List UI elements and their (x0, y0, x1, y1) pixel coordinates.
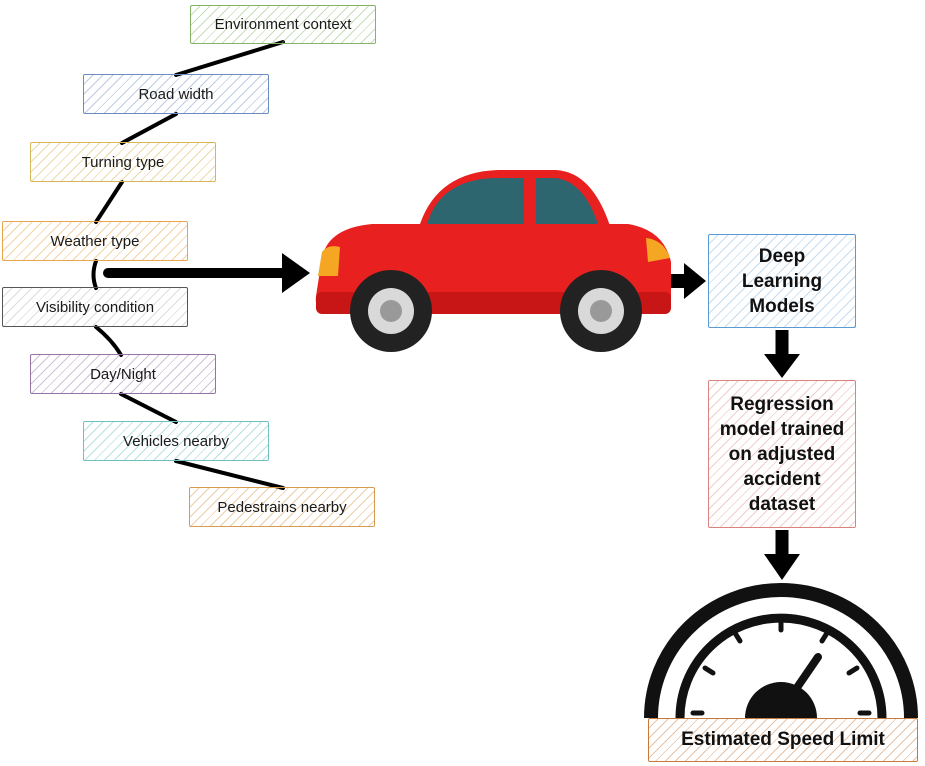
factor-label: Weather type (50, 232, 140, 250)
factor-label: Road width (138, 85, 214, 103)
deep-learning-models-box: Deep Learning Models (708, 234, 856, 328)
arrow-car-to-dl (668, 263, 706, 299)
factor-visibility-condition: Visibility condition (2, 287, 188, 327)
factor-label: Visibility condition (35, 298, 155, 316)
speedometer-icon (644, 583, 918, 719)
connector-day-veh (119, 392, 178, 424)
car-icon (315, 170, 671, 352)
connector-road-turn (120, 112, 178, 145)
label-line: dataset (748, 493, 816, 515)
arrow-dl-to-regression (764, 330, 800, 378)
connector-veh-ped (174, 459, 285, 490)
factor-label: Turning type (81, 153, 165, 171)
label-line: on adjusted (728, 443, 836, 465)
factor-label: Environment context (214, 16, 352, 33)
connector-env-road (174, 40, 285, 77)
arrow-regression-to-gauge (764, 530, 800, 580)
regression-model-box: Regression model trained on adjusted acc… (708, 380, 856, 528)
connector-turn-weather (94, 180, 124, 224)
factor-vehicles-nearby: Vehicles nearby (83, 421, 269, 461)
label-line: Regression (730, 393, 834, 415)
label-line: model trained (719, 418, 845, 440)
factor-label: Vehicles nearby (123, 432, 229, 450)
factor-road-width: Road width (83, 74, 269, 114)
estimated-speed-limit-label: Estimated Speed Limit (681, 729, 885, 750)
factor-label: Pedestrains nearby (217, 498, 347, 516)
factor-label: Day/Night (90, 365, 156, 383)
label-line: Learning (741, 270, 823, 292)
label-line: accident (743, 468, 821, 490)
connector-vis-day (94, 325, 123, 357)
factor-turning-type: Turning type (30, 142, 216, 182)
factor-environment-context: Environment context (190, 5, 376, 44)
factor-pedestrains-nearby: Pedestrains nearby (189, 487, 375, 527)
label-line: Deep (758, 245, 806, 267)
factor-weather-type: Weather type (2, 221, 188, 261)
regression-label: Regression model trained on adjusted acc… (720, 392, 845, 517)
factor-day-night: Day/Night (30, 354, 216, 394)
estimated-speed-limit-box: Estimated Speed Limit (648, 718, 918, 762)
arrow-factors-to-car (103, 253, 310, 293)
label-line: Models (749, 295, 815, 317)
deep-learning-label: Deep Learning Models (742, 244, 822, 319)
connector-weather-vis (91, 259, 98, 290)
